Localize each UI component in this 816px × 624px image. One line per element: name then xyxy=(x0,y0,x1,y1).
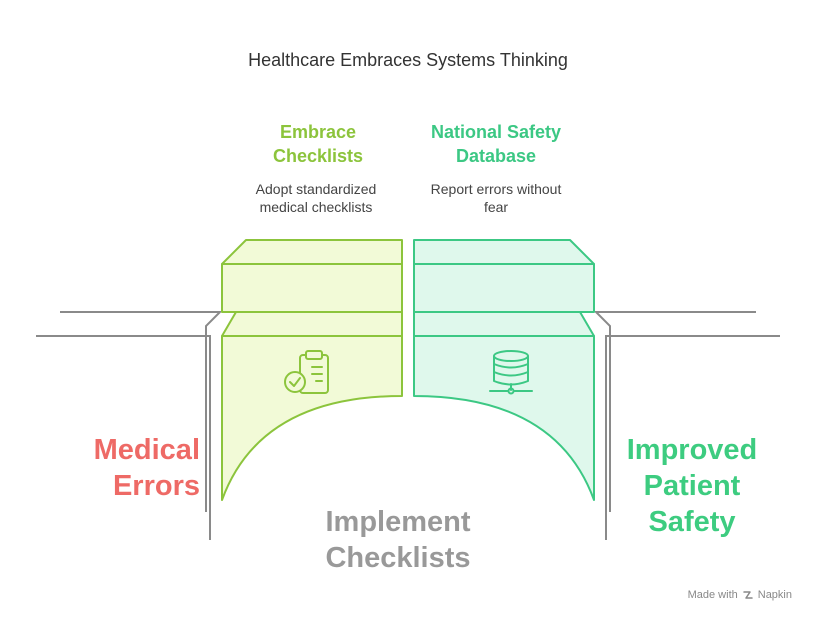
made-with-text: Made with xyxy=(687,589,738,601)
card-database-desc: Report errors without fear xyxy=(396,180,596,216)
left-bridge-block xyxy=(221,239,403,501)
napkin-brand-text: Napkin xyxy=(757,589,792,601)
card-database-desc-line2: fear xyxy=(483,199,509,215)
right-outcome-line2: Patient xyxy=(643,470,741,502)
card-embrace-desc: Adopt standardized medical checklists xyxy=(216,180,416,216)
right-cliff xyxy=(593,311,780,540)
database-icon xyxy=(489,350,533,395)
card-embrace-desc-line1: Adopt standardized xyxy=(255,181,377,197)
card-database-title-line2: Database xyxy=(455,146,537,166)
left-cliff xyxy=(36,311,223,540)
card-embrace-desc-line2: medical checklists xyxy=(259,199,373,215)
card-database-desc-line1: Report errors without xyxy=(430,181,562,197)
card-embrace-title-line1: Embrace xyxy=(279,122,357,142)
right-outcome-label: Improved Patient Safety xyxy=(612,432,772,540)
bridge-label-line1: Implement xyxy=(325,506,471,538)
diagram-title: Healthcare Embraces Systems Thinking xyxy=(248,50,568,70)
footer-attribution[interactable]: Made with Napkin xyxy=(688,589,792,601)
clipboard-check-icon xyxy=(284,350,329,394)
card-database-title: National Safety Database xyxy=(396,120,596,168)
card-embrace-title: Embrace Checklists xyxy=(218,120,418,168)
napkin-logo-icon xyxy=(743,591,753,599)
left-outcome-line2: Errors xyxy=(112,470,200,502)
left-outcome-label: Medical Errors xyxy=(40,432,200,504)
bridge-label: Implement Checklists xyxy=(298,504,498,576)
right-outcome-line3: Safety xyxy=(648,506,736,538)
right-outcome-line1: Improved xyxy=(626,434,758,466)
card-embrace-title-line2: Checklists xyxy=(272,146,364,166)
left-outcome-line1: Medical xyxy=(93,434,200,466)
card-database-title-line1: National Safety xyxy=(430,122,562,142)
right-bridge-block xyxy=(413,239,595,501)
bridge-label-line2: Checklists xyxy=(325,542,471,574)
